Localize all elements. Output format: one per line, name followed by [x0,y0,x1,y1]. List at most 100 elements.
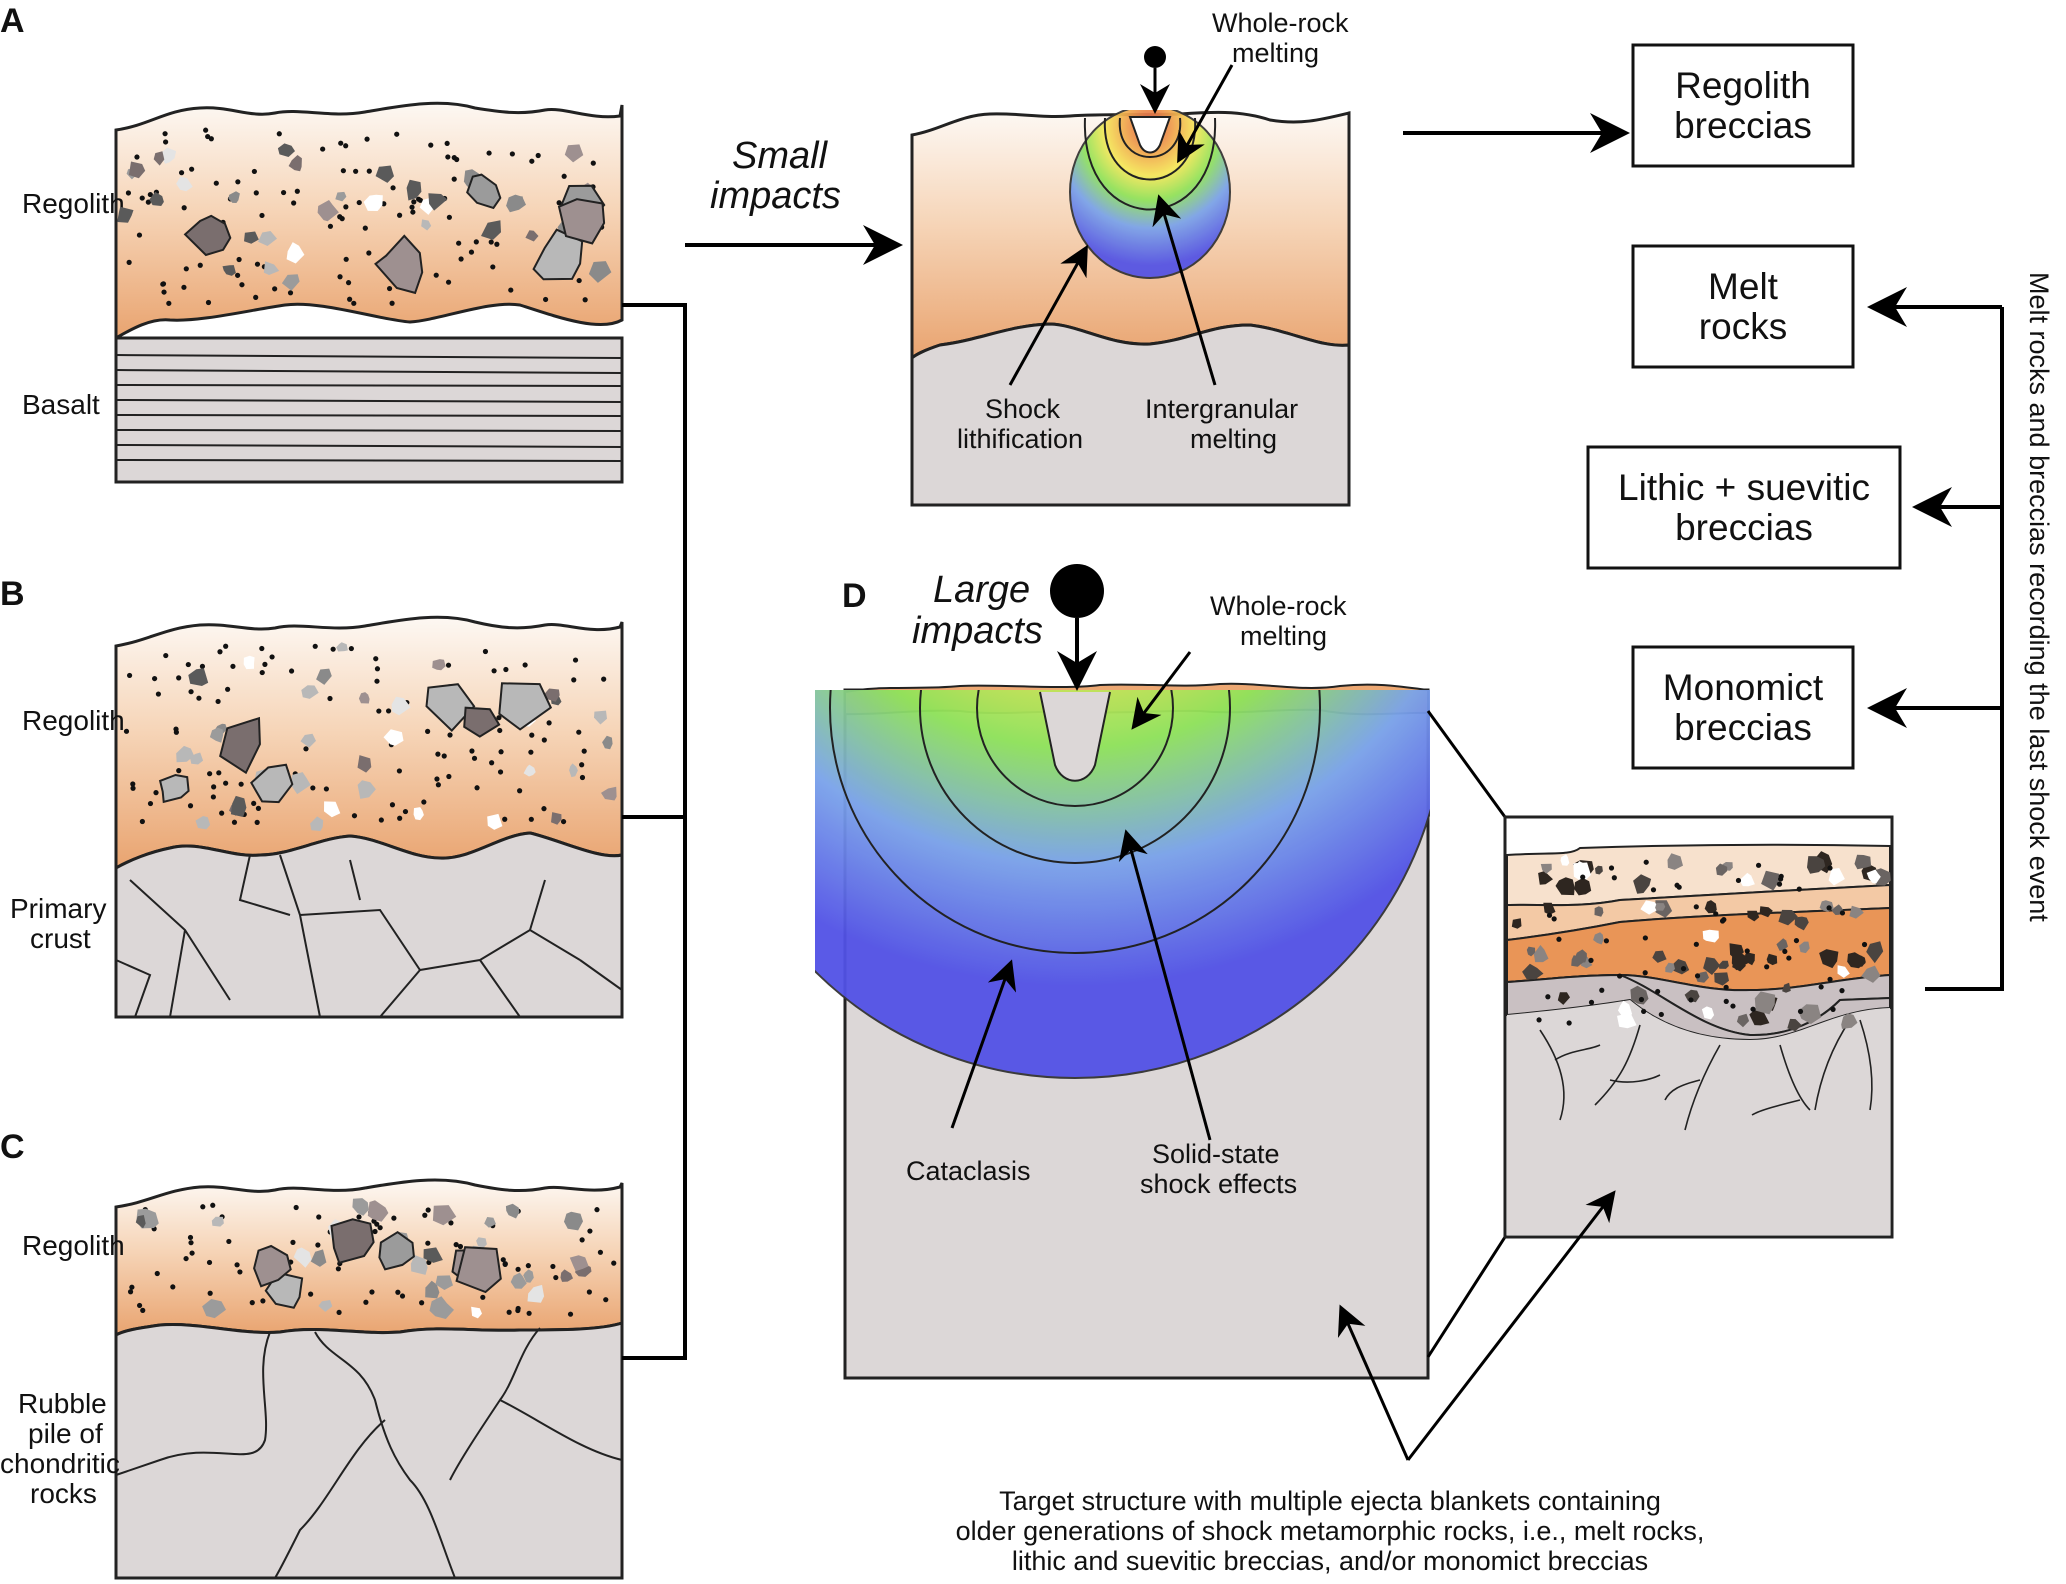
box-lithic-suevitic-line1: Lithic + suevitic [1618,467,1870,508]
grain-dot [199,663,206,669]
clast [1776,938,1788,951]
grain-dot [576,729,582,735]
grain-dot [1782,948,1788,955]
clast [158,773,190,804]
grain-dot [1556,936,1562,942]
grain-dot [396,768,402,774]
shock-zone-large [815,690,1430,1079]
grain-dot [230,663,236,669]
clast [1799,941,1810,954]
grain-dot [471,755,478,761]
grain-dot [238,781,244,787]
grain-dot [327,695,333,702]
grain-dot [500,1257,506,1263]
grain-dot [130,781,136,787]
grain-dot [181,284,187,290]
label-regolith-a: Regolith [22,188,125,219]
arrow-caption-to-inset [1406,1190,1616,1461]
grain-dot [1650,887,1657,893]
clast [1701,1006,1715,1020]
solid-state-label-1: Solid-state [1152,1139,1280,1169]
grain-dot [255,805,262,811]
grain-dot [364,136,370,142]
grain-dot [223,643,229,649]
grain-dot [601,676,607,682]
grain-dot [237,1269,243,1275]
grain-dot [421,799,427,805]
output-boxes: Regolith breccias Melt rocks Lithic + su… [1586,43,1902,770]
grain-dot [259,645,265,652]
grain-dot [1776,881,1783,887]
clast [211,1216,224,1227]
grain-dot [576,277,582,284]
grain-dot [136,232,143,238]
grain-dot [444,140,450,147]
clast [1533,945,1549,963]
grain-dot [434,776,440,782]
clast [569,1255,589,1272]
clast [1595,865,1603,875]
grain-dot [154,1270,160,1277]
label-primary: Primary [10,893,106,924]
grain-dot [556,200,562,206]
grain-dot [535,152,541,159]
clast [466,173,502,210]
grain-dot [315,1242,321,1248]
grain-dot [366,250,372,256]
clast [463,706,501,738]
clast [1703,957,1721,975]
grain-dot [178,170,185,176]
grain-dot [347,296,353,302]
clast [471,1306,482,1319]
grain-dot [597,1249,604,1255]
clast [487,813,503,830]
grain-dot [207,771,213,777]
clast [195,816,211,830]
grain-dot [189,166,195,172]
grain-dot [458,256,464,262]
grain-dot [1641,1008,1647,1015]
grain-dot [579,774,586,781]
grain-dot [508,287,514,293]
grain-dot [205,299,212,306]
grain-dot [251,168,257,175]
grain-dot [203,127,209,133]
grain-dot [496,715,502,721]
grain-dot [490,264,496,270]
grain-dot [337,214,343,220]
grain-dot [1655,988,1661,995]
grain-dot [416,196,422,202]
grain-dot [422,1212,428,1218]
grain-dot [374,678,380,684]
clast [527,1284,545,1303]
clast [1715,863,1728,876]
grain-dot [541,737,547,743]
grain-dot [1796,886,1802,892]
grain-dot [587,1228,593,1234]
grain-dot [560,818,567,825]
clast [525,230,539,242]
box-monomict-line2: breccias [1674,707,1812,748]
clast [1526,946,1536,957]
right-bracket [1867,287,2004,991]
grain-dot [1778,873,1784,879]
clast [1787,1018,1802,1032]
grain-dot [389,802,396,808]
clast [523,1269,534,1283]
grain-dot [503,666,509,673]
grain-dot [1839,988,1845,994]
clast [1511,918,1522,929]
grain-dot [196,695,202,701]
grain-dot [491,668,497,674]
grain-dot [310,785,316,791]
grain-dot [366,168,372,174]
grain-dot [290,1239,296,1245]
grain-dot [1723,984,1729,990]
box-lithic-suevitic-line2: breccias [1675,507,1813,548]
grain-dot [239,282,245,288]
grain-dot [323,786,329,792]
grain-dot [553,1274,559,1281]
grain-dot [374,666,381,672]
grain-dot [1786,955,1792,961]
